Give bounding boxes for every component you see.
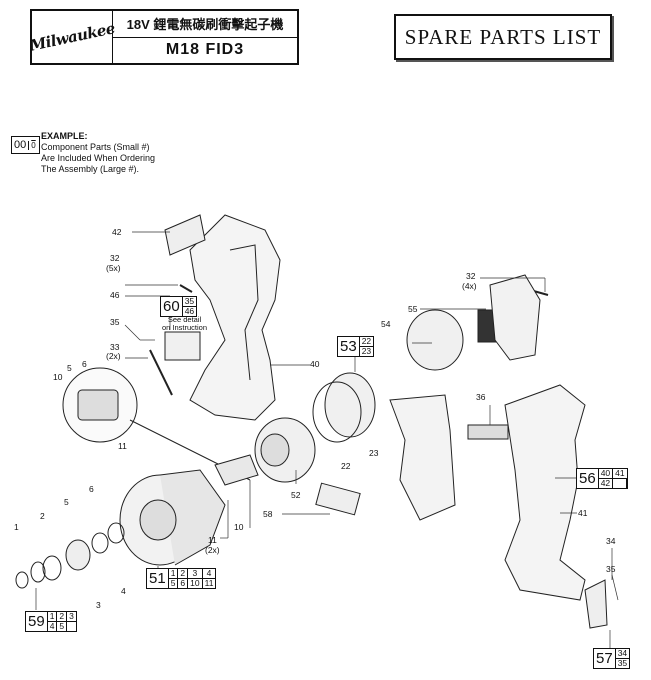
part-label-11: 11 [208,535,217,545]
part-label-4: 4 [121,586,126,596]
part-label-2: 2 [40,511,45,521]
kit-part: 10 [188,579,203,588]
kit-number: 51 [147,569,169,588]
chinese-title: 18V 鋰電無碳刷衝擊起子機 [113,11,297,38]
belt-clip-part [584,579,608,629]
detail-note: See detail on Instruction [162,316,207,332]
kit-part: 2 [178,569,189,579]
motor-housing-part [406,309,464,371]
kit-box-51: 51 1 2 3 4 5 6 10 11 [146,568,217,589]
part-quantity: (5x) [106,263,121,273]
part-label-11: 11 [118,441,127,451]
kit-part: 22 [359,336,374,347]
part-label-46: 46 [110,290,120,300]
detail-note-line: See detail [167,315,202,324]
led-board-part [315,482,361,516]
kit-part: 42 [599,479,614,488]
kit-part: 3 [67,611,76,622]
part-quantity: (4x) [462,281,477,291]
detail-note-line: on Instruction [162,323,208,332]
example-heading: EXAMPLE: [41,131,88,141]
housing-half-right-part [504,384,586,601]
nameplate-part [164,214,206,256]
part-label-58: 58 [263,509,273,519]
example-note: EXAMPLE: Component Parts (Small #) Are I… [41,131,155,175]
housing-half-part [189,214,281,421]
milwaukee-logo: Milwaukee [28,11,116,63]
kit-part: 23 [361,346,372,356]
part-label-35: 35 [606,564,616,574]
part-label-54: 54 [381,319,391,329]
module-part [467,424,509,440]
kit-part: 41 [613,468,627,479]
part-label-22: 22 [341,461,351,471]
kit-part: 5 [57,622,68,631]
part-label-3: 3 [96,600,101,610]
kit-part: 6 [178,579,189,588]
part-label-40: 40 [310,359,320,369]
part-label-34: 34 [606,536,616,546]
part-label-35: 35 [110,317,120,327]
part-label-10: 10 [53,372,63,382]
kit-box-53: 53 22 23 [337,336,375,357]
kit-box-56: 56 40 41 42 [576,468,628,489]
part-label-36: 36 [476,392,486,402]
kit-box-60: 60 35 46 [160,296,198,317]
kit-box-59: 59 1 2 3 4 5 [25,611,77,632]
example-small-number: 0 [28,140,37,150]
part-label-23: 23 [369,448,379,458]
example-kit-box: 00 0 [11,136,40,154]
example-big-number: 00 [14,139,27,151]
kit-part: 1 [47,612,58,622]
kit-part: 4 [202,569,216,579]
part-label-32: 32 [466,271,476,281]
part-label-6: 6 [89,484,94,494]
kit-part: 5 [169,579,179,588]
example-line: Component Parts (Small #) [41,142,150,152]
kit-part: 3 [188,569,203,579]
kit-part: 40 [598,469,614,479]
kit-number: 57 [594,649,616,668]
kit-part: 4 [48,622,58,631]
title-block: Milwaukee 18V 鋰電無碳刷衝擊起子機 M18 FID3 [28,9,299,65]
kit-number: 59 [26,612,48,631]
example-line: The Assembly (Large #). [41,164,140,174]
kit-part: 2 [57,612,68,622]
kit-part: 46 [184,306,195,316]
part-label-5: 5 [64,497,69,507]
part-quantity: (2x) [205,545,220,555]
part-label-6: 6 [82,359,87,369]
part-label-55: 55 [408,304,418,314]
model-number: M18 FID3 [165,41,245,59]
document-title: SPARE PARTS LIST [394,14,612,60]
part-label-32: 32 [110,253,120,263]
kit-part: 1 [168,569,179,579]
end-plate-part [489,274,541,361]
kit-part: 11 [204,578,214,588]
kit-number: 53 [338,337,360,356]
kit-number: 56 [577,469,599,488]
example-line: Are Included When Ordering [41,153,156,163]
spindle-part [214,454,259,486]
switch-block-part [164,331,201,361]
part-label-41: 41 [578,508,588,518]
part-label-5: 5 [67,363,72,373]
part-quantity: (2x) [106,351,121,361]
switch-frame-part [389,394,456,521]
part-label-33: 33 [110,342,120,352]
part-label-42: 42 [112,227,122,237]
part-label-52: 52 [291,490,301,500]
kit-part: 34 [615,648,630,659]
kit-part: 35 [182,296,197,307]
part-label-10: 10 [234,522,244,532]
kit-box-57: 57 34 35 [593,648,631,669]
part-label-1: 1 [14,522,19,532]
kit-part: 35 [617,658,628,668]
kit-number: 60 [161,297,183,316]
